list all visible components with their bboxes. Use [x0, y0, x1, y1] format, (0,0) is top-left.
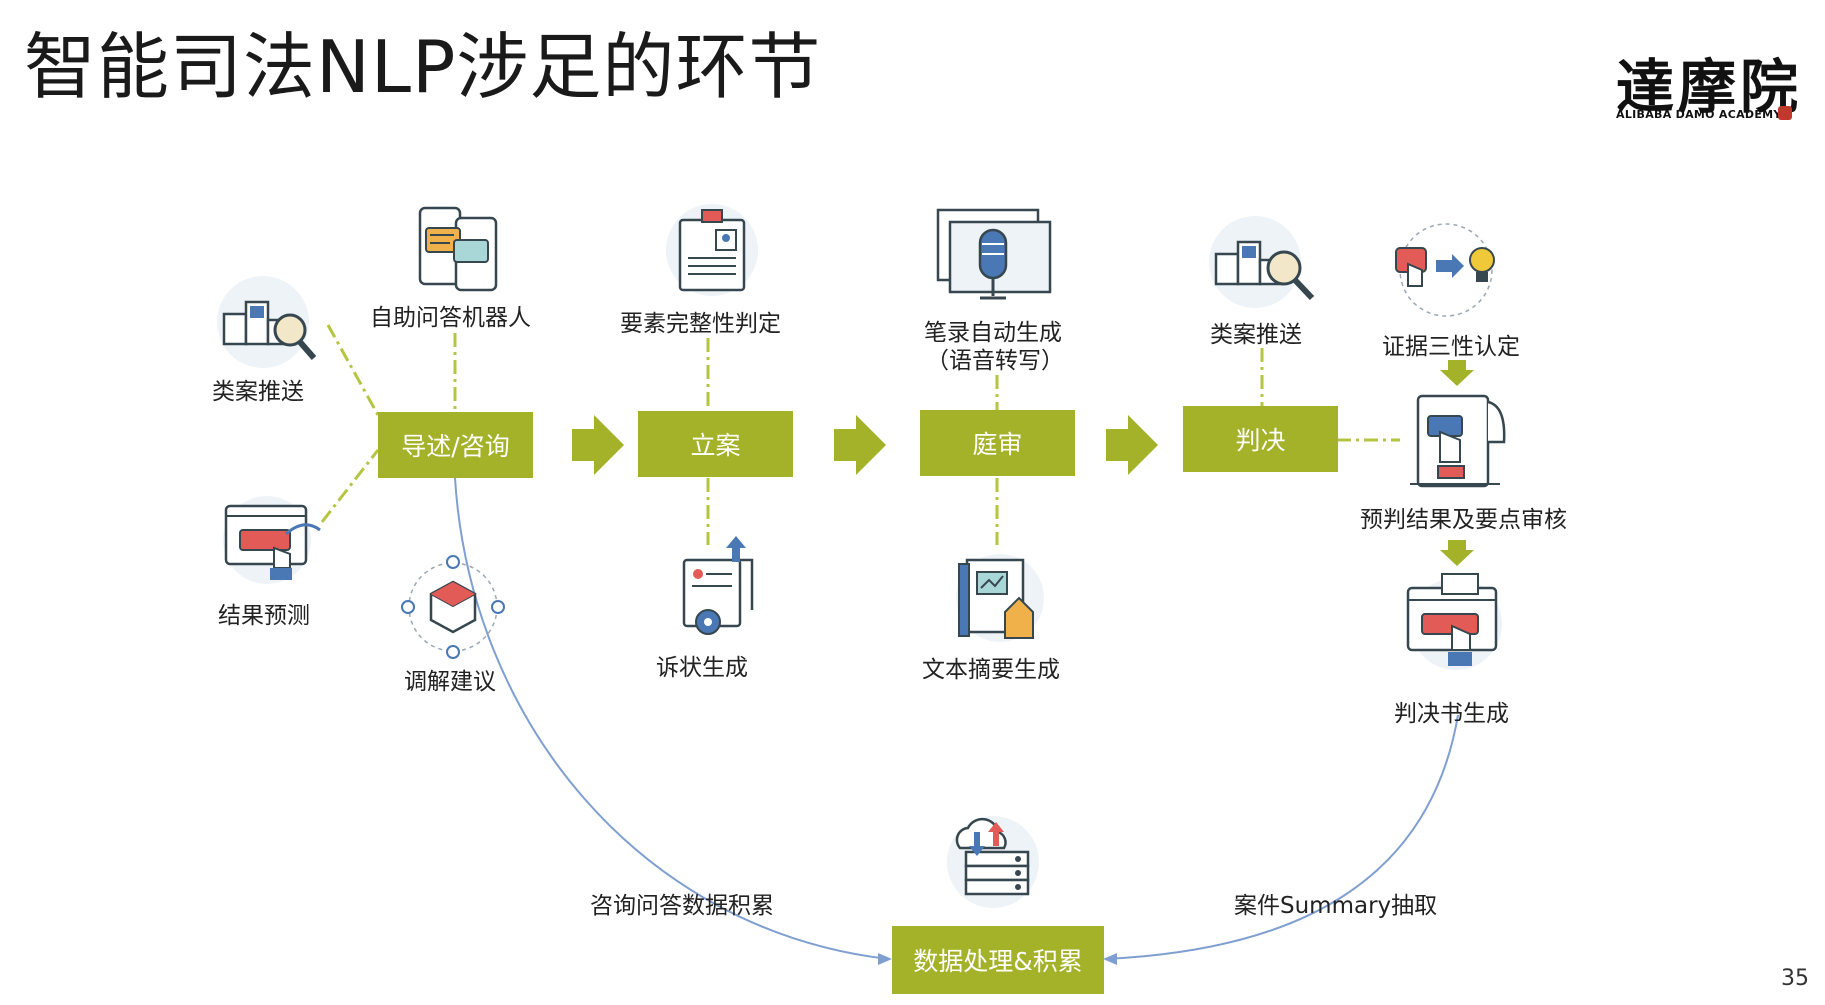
stage-trial: 庭审	[920, 410, 1075, 476]
node-pre-judgment: 预判结果及要点审核	[1360, 507, 1567, 533]
stage-verdict: 判决	[1183, 406, 1338, 472]
node-qa-robot: 自助问答机器人	[370, 305, 531, 331]
node-evidence: 证据三性认定	[1382, 334, 1520, 360]
flow-arrow-2	[834, 415, 886, 475]
stage-data-processing: 数据处理&积累	[892, 926, 1104, 994]
summary-book-icon	[956, 554, 1044, 642]
microphone-transcript-icon	[936, 208, 1052, 300]
flow-curve-right	[1104, 714, 1459, 960]
idea-evidence-icon	[1395, 223, 1495, 317]
cloud-server-icon	[947, 816, 1039, 908]
flow-arrow-1	[572, 415, 624, 475]
document-gear-icon	[682, 536, 754, 635]
stage-guide-consult: 导述/咨询	[378, 412, 533, 478]
down-arrow-icon	[1440, 540, 1474, 566]
node-result-prediction: 结果预测	[218, 603, 310, 629]
outcome-predict-icon	[223, 496, 321, 584]
resume-document-icon	[666, 204, 758, 296]
page-number: 35	[1781, 966, 1809, 991]
similar-case-icon	[1209, 216, 1315, 308]
node-similar-cases-right: 类案推送	[1210, 322, 1302, 348]
stage-filing: 立案	[638, 411, 793, 477]
page-title: 智能司法NLP涉足的环节	[24, 25, 822, 109]
flow-arrowhead-right	[1103, 953, 1117, 965]
node-mediation: 调解建议	[404, 669, 496, 695]
mediation-network-icon	[401, 555, 505, 659]
judgment-click-icon	[1406, 573, 1502, 670]
connector-similar-left	[326, 324, 380, 416]
node-transcript-subtitle: （语音转写）	[926, 348, 1064, 374]
logo-seal-icon	[1778, 106, 1792, 120]
flow-arrow-3	[1106, 415, 1158, 475]
flow-label-case-summary: 案件Summary抽取	[1234, 893, 1438, 919]
node-summary-generation: 文本摘要生成	[922, 657, 1060, 683]
flow-curve-left	[454, 477, 889, 960]
chat-phones-icon	[418, 206, 498, 292]
node-transcript-title: 笔录自动生成	[924, 320, 1062, 346]
flow-arrowhead-left	[878, 953, 892, 965]
similar-case-icon	[217, 276, 317, 368]
stamp-document-icon	[1410, 394, 1506, 488]
node-similar-cases-left: 类案推送	[212, 379, 304, 405]
logo-text: 達摩院	[1616, 53, 1803, 121]
flow-label-consult-data: 咨询问答数据积累	[590, 893, 774, 919]
node-judgment-document: 判决书生成	[1394, 701, 1509, 727]
node-complaint-generation: 诉状生成	[656, 655, 748, 681]
logo-subtitle: ALIBABA DAMO ACADEMY	[1616, 108, 1782, 121]
node-completeness: 要素完整性判定	[620, 311, 781, 337]
damo-logo: 達摩院 ALIBABA DAMO ACADEMY	[1608, 40, 1798, 125]
down-arrow-icon	[1440, 360, 1474, 386]
